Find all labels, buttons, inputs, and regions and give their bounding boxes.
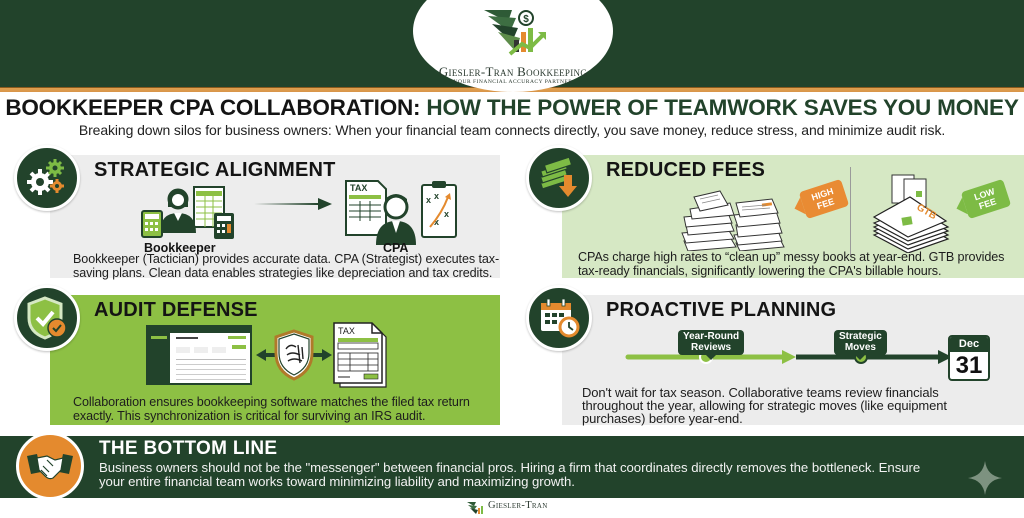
cpa-label: CPA — [383, 241, 409, 255]
bookkeeping-software-mockup — [146, 325, 252, 385]
svg-text:x: x — [426, 195, 431, 205]
panel-body: Bookkeeper (Tactician) provides accurate… — [73, 252, 499, 280]
money-down-icon — [526, 145, 592, 211]
milestone-text: Strategic — [839, 331, 882, 342]
svg-text:$: $ — [523, 14, 529, 25]
svg-text:x: x — [444, 209, 449, 219]
shield-check-icon — [14, 285, 80, 351]
title-dark-part: BOOKKEEPER CPA COLLABORATION: — [5, 95, 421, 120]
logo-icon: $ — [484, 10, 546, 56]
body-line: purchases) before year-end. — [582, 411, 743, 427]
bottom-line-body: Business owners should not be the "messe… — [99, 461, 999, 489]
milestone-text: Year-Round — [683, 331, 740, 342]
tidy-papers-illustration: GTB — [872, 174, 950, 253]
calendar-month: Dec — [950, 337, 988, 352]
panel-title: REDUCED FEES — [606, 159, 766, 181]
svg-text:TAX: TAX — [338, 326, 355, 336]
panel-audit-defense: AUDIT DEFENSE TAX Collabo — [0, 285, 500, 425]
svg-text:x: x — [434, 191, 439, 201]
handshake-icon — [16, 432, 84, 500]
footer-logo-icon — [467, 502, 483, 514]
body-line: saving plans. Clean data enables strateg… — [73, 266, 493, 281]
body-line: throughout the year, allowing for strate… — [582, 398, 947, 414]
body-line: Business owners should not be the "messe… — [99, 460, 921, 475]
svg-text:TAX: TAX — [350, 183, 367, 193]
sparkle-icon — [968, 461, 1002, 495]
title-green-part: HOW THE POWER OF TEAMWORK SAVES YOU MONE… — [426, 95, 1019, 120]
panel-title: AUDIT DEFENSE — [94, 299, 258, 321]
bottom-line-band — [0, 436, 1024, 498]
brand-name: Giesler-Tran Bookkeeping — [438, 64, 588, 79]
panel-body: Don't wait for tax season. Collaborative… — [582, 386, 947, 426]
milestone-year-round-reviews: Year-Round Reviews — [678, 330, 745, 360]
timeline — [625, 350, 952, 364]
panel-body: Collaboration ensures bookkeeping softwa… — [73, 395, 470, 423]
body-line: Don't wait for tax season. Collaborative… — [582, 385, 939, 400]
arrow-right-icon — [252, 198, 332, 210]
body-line: Collaboration ensures bookkeeping softwa… — [73, 395, 470, 409]
panel-background — [50, 295, 500, 425]
panel-background — [562, 295, 1024, 425]
footer-brand-name: Giesler-Tran — [488, 500, 548, 511]
milestone-strategic-moves: Strategic Moves — [834, 330, 887, 360]
bookkeeper-illustration — [141, 186, 234, 239]
milestone-text: Reviews — [691, 341, 732, 353]
brand-tagline: Your Financial Accuracy Partner — [453, 79, 573, 85]
panel-title: STRATEGIC ALIGNMENT — [94, 159, 336, 181]
body-line: CPAs charge high rates to “clean up” mes… — [578, 250, 1005, 264]
body-line: tax-ready financials, significantly lowe… — [578, 264, 942, 279]
panel-reduced-fees: REDUCED FEES HIGH FEE GTB LOW FEE CPAs c… — [512, 145, 1024, 278]
body-line: Bookkeeper (Tactician) provides accurate… — [73, 252, 500, 266]
milestone-text: Moves — [844, 341, 876, 353]
body-line: exactly. This synchronization is critica… — [73, 409, 426, 424]
irs-shield-sync-icon — [256, 329, 332, 381]
page-subtitle: Breaking down silos for business owners:… — [78, 122, 946, 138]
divider — [850, 167, 851, 255]
calendar-day: 31 — [955, 352, 983, 379]
year-end-calendar-icon: Dec 31 — [948, 335, 990, 381]
messy-papers-illustration — [681, 190, 785, 251]
page-title: BOOKKEEPER CPA COLLABORATION: HOW THE PO… — [0, 95, 1024, 121]
panel-body: CPAs charge high rates to “clean up” mes… — [578, 250, 1004, 278]
svg-text:x: x — [434, 217, 439, 227]
bottom-line-title: THE BOTTOM LINE — [99, 438, 278, 459]
panel-proactive-planning: PROACTIVE PLANNING Year-Round Reviews St… — [512, 285, 1024, 426]
calendar-clock-icon — [526, 285, 592, 351]
panel-background — [562, 155, 1024, 278]
body-line: your entire financial team works toward … — [99, 473, 575, 489]
gears-icon — [14, 145, 80, 211]
panel-title: PROACTIVE PLANNING — [606, 299, 837, 321]
bookkeeper-label: Bookkeeper — [144, 241, 216, 255]
tax-return-icon: TAX — [333, 322, 387, 388]
